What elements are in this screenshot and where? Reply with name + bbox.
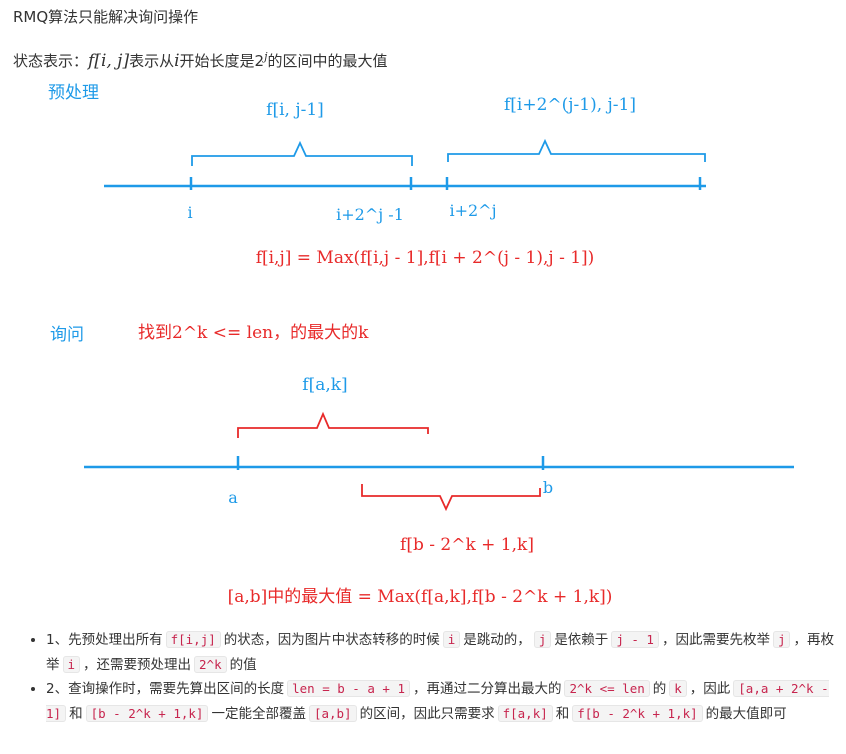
top-interval-label: f[a,k] <box>302 375 347 395</box>
state-definition: 状态表示：f[i, j]表示从i开始长度是2j的区间中的最大值 <box>13 48 388 71</box>
inline-code: [b - 2^k + 1,k] <box>85 704 209 722</box>
tick-label-b: b <box>543 478 553 497</box>
formula-preprocess: f[i,j] = Max(f[i,j - 1],f[i + 2^(j - 1),… <box>256 248 595 268</box>
text: 的 <box>652 681 667 697</box>
text: 的区间，因此只需要求 <box>359 705 495 722</box>
right-brace <box>447 138 706 162</box>
text: ，再通过二分算出最大的 <box>412 681 562 697</box>
left-interval-label: f[i, j-1] <box>266 100 324 120</box>
inline-code: len = b - a + 1 <box>287 680 410 697</box>
preprocess-label: 预处理 <box>48 83 99 103</box>
text: ，再枚举 <box>46 632 834 673</box>
inline-code: f[b - 2^k + 1,k] <box>572 704 703 722</box>
inline-code: 2^k <box>194 655 227 673</box>
page-title: RMQ算法只能解决询问操作 <box>13 8 199 26</box>
state-text: 的区间中的最大值 <box>267 52 388 70</box>
text: ，因此 <box>689 681 731 697</box>
state-sup: j <box>264 50 268 63</box>
text: 一定能全部覆盖 <box>211 705 306 722</box>
formula-query: [a,b]中的最大值 = Max(f[a,k],f[b - 2^k + 1,k]… <box>228 587 613 607</box>
text: 1、先预处理出所有 <box>46 632 163 648</box>
right-interval-label: f[i+2^(j-1), j-1] <box>504 95 636 115</box>
query-label: 询问 <box>50 325 84 345</box>
state-f: f[i, j] <box>88 51 130 71</box>
rmq-diagram: 预处理 f[i, j-1] f[i+2^(j-1), j-1] i i+2^j … <box>48 83 794 607</box>
text: ，还需要预处理出 <box>83 656 192 673</box>
list-item: 1、先预处理出所有f[i,j]的状态，因为图片中状态转移的时候i是跳动的，j是依… <box>46 628 846 677</box>
inline-code: j - 1 <box>611 631 659 648</box>
state-text: 表示从 <box>129 52 175 70</box>
inline-code: [a,b] <box>308 704 357 722</box>
inline-code: f[a,k] <box>497 704 553 722</box>
inline-code: j <box>533 631 552 648</box>
inline-code: j <box>772 631 791 648</box>
top-brace <box>237 411 429 438</box>
text: 的状态，因为图片中状态转移的时候 <box>223 632 440 648</box>
notes-list: 1、先预处理出所有f[i,j]的状态，因为图片中状态转移的时候i是跳动的，j是依… <box>30 628 846 726</box>
text: 是依赖于 <box>554 632 609 648</box>
text: 和 <box>555 705 570 722</box>
text: 2、查询操作时，需要先算出区间的长度 <box>46 681 285 697</box>
tick-label-end: i+2^j -1 <box>336 205 404 224</box>
text: ，因此需要先枚举 <box>661 632 770 648</box>
state-text: 开始长度是2 <box>179 52 265 70</box>
bottom-brace <box>361 484 541 512</box>
inline-code: i <box>62 655 81 673</box>
text: 是跳动的， <box>463 632 531 648</box>
text: 的最大值即可 <box>705 705 787 722</box>
text: 的值 <box>229 656 257 673</box>
state-i: i <box>174 51 180 71</box>
text: 和 <box>69 705 83 722</box>
left-brace <box>191 140 413 166</box>
inline-code: 2^k <= len <box>564 680 650 697</box>
tick-label-i: i <box>187 203 192 222</box>
inline-code: f[i,j] <box>165 631 221 648</box>
inline-code: k <box>669 680 687 697</box>
query-note: 找到2^k <= len，的最大的k <box>138 323 369 343</box>
bottom-interval-label: f[b - 2^k + 1,k] <box>400 535 534 555</box>
inline-code: i <box>442 631 461 648</box>
tick-label-a: a <box>228 488 238 507</box>
state-prefix: 状态表示： <box>13 52 89 70</box>
tick-label-next: i+2^j <box>449 201 496 220</box>
